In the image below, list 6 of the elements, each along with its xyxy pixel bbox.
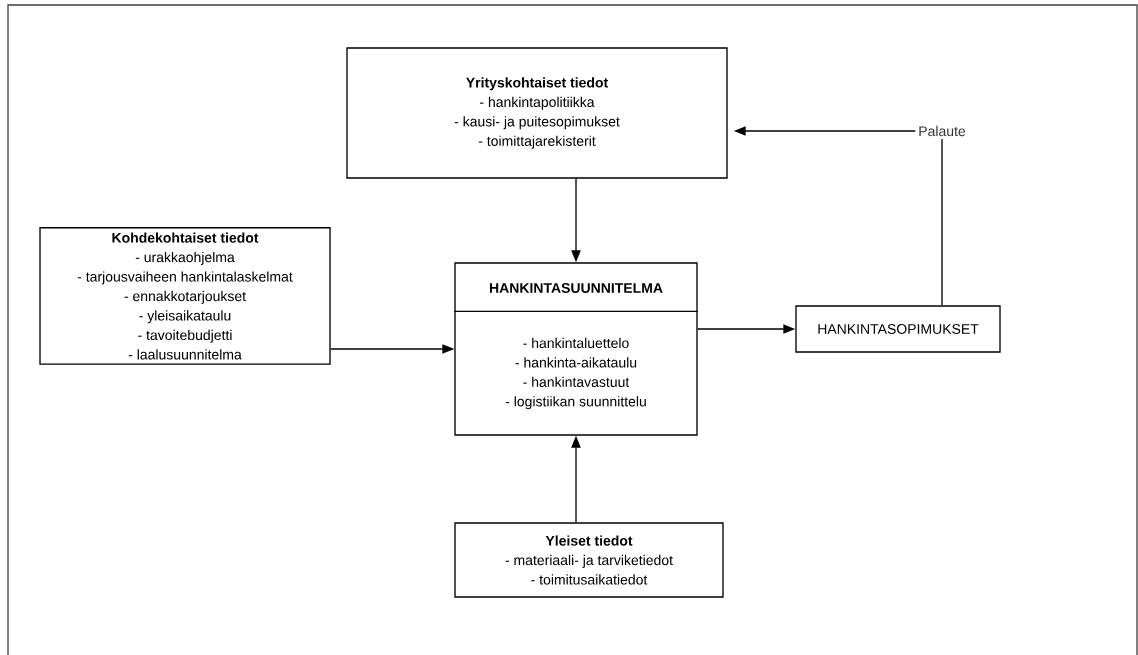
- process-box: Yleiset tiedot - materiaali- ja tarviketiedot - toimitusaikatiedot: [454, 522, 724, 598]
- process-box: Yrityskohtaiset tiedot - hankintapolitiikka - kausi- ja puitesopimukset - toimittajarekisterit: [346, 47, 728, 179]
- process-box: Kohdekohtaiset tiedot - urakkaohjelma - tarjousvaiheen hankintalaskelmat - ennakkotarjoukset - yleisaikataulu - tavoitebudjetti - laalusuunnitelma: [39, 227, 331, 365]
- process-box: HANKINTASOPIMUKSET: [795, 305, 1001, 353]
- feedback-label: Palaute: [919, 125, 966, 137]
- process-box: HANKINTASUUNNITELMA - hankintaluettelo - hankinta-aikataulu - hankintavastuut - logistiikan suunnittelu: [453, 262, 699, 436]
